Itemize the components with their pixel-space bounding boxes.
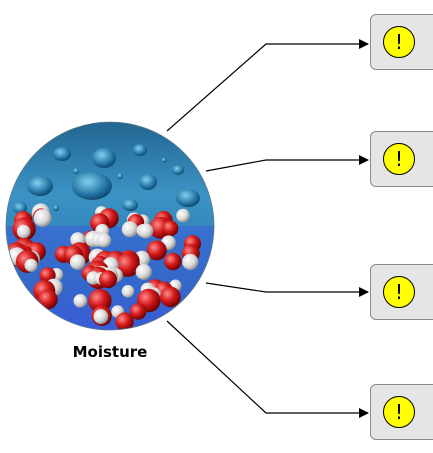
hydrogen-atom [93, 309, 109, 325]
hydrogen-atom [121, 285, 135, 298]
hydrogen-atom [138, 223, 154, 239]
moisture-molecule-image [6, 122, 214, 330]
hydrogen-atom [33, 209, 52, 227]
oxygen-atom [38, 289, 58, 310]
oxygen-atom [115, 312, 134, 330]
hydrogen-atom [176, 208, 190, 223]
oxygen-atom [115, 252, 140, 277]
connector-arrow-1 [166, 39, 369, 132]
oxygen-atom [164, 252, 182, 271]
warning-box-3[interactable]: ! [370, 264, 433, 320]
connector-arrow-4 [166, 320, 369, 418]
hydrogen-atom [96, 233, 112, 248]
hydrogen-atom [135, 263, 152, 280]
water-molecules [6, 203, 201, 330]
warning-box-1[interactable]: ! [370, 14, 433, 70]
oxygen-atom [160, 286, 181, 308]
oxygen-atom [99, 270, 117, 289]
oxygen-atom [146, 240, 167, 261]
connector-arrows [166, 39, 369, 418]
warning-exclamation-icon: ! [383, 26, 415, 58]
oxygen-atom [162, 220, 179, 237]
hydrogen-atom [69, 254, 86, 270]
oxygen-atom [88, 289, 112, 313]
hydrogen-atom [121, 221, 138, 238]
oxygen-atom [129, 303, 147, 320]
warning-exclamation-icon: ! [383, 143, 415, 175]
moisture-circle-outline [5, 121, 215, 331]
warning-box-2[interactable]: ! [370, 131, 433, 187]
hydrogen-atom [73, 294, 88, 308]
moisture-label: Moisture [72, 343, 148, 361]
connector-arrow-3 [205, 282, 369, 297]
hydrogen-atom [24, 258, 38, 272]
connector-arrow-2 [205, 155, 369, 172]
warning-exclamation-icon: ! [383, 276, 415, 308]
warning-exclamation-icon: ! [383, 396, 415, 428]
hydrogen-atom [16, 224, 31, 239]
warning-box-4[interactable]: ! [370, 384, 433, 440]
water-droplets [13, 144, 200, 214]
hydrogen-atom [182, 253, 199, 270]
